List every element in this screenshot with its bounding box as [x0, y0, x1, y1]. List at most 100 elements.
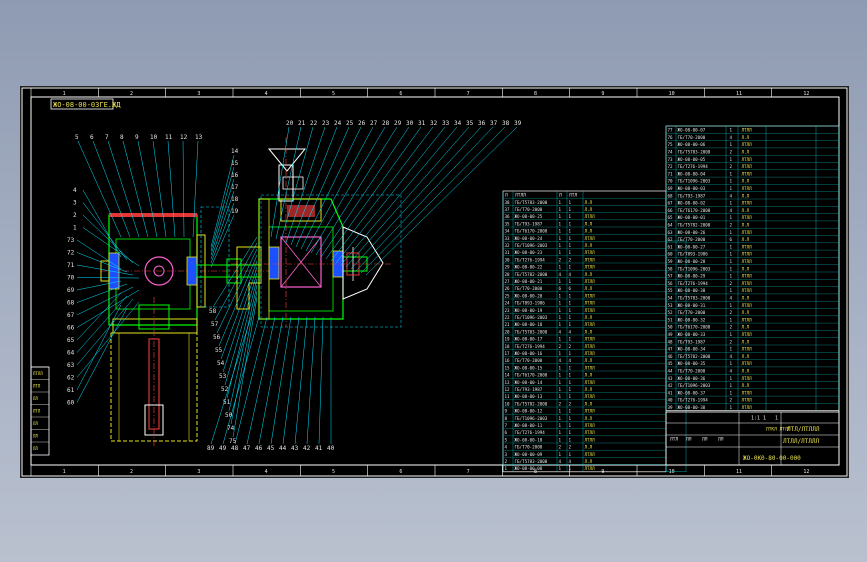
table-a-cell: 1	[569, 322, 572, 327]
left-hatch-top	[109, 213, 197, 217]
table-a-cell: 1	[559, 322, 562, 327]
table-b-cell: ЖО-08-00-04	[678, 171, 706, 176]
table-b-cell: ЛТЛЛ	[742, 164, 753, 169]
table-b-cell: Л.Л	[742, 354, 750, 359]
callout-number: 72	[67, 250, 75, 257]
inner-border	[30, 96, 840, 466]
table-b-cell: 46	[668, 354, 674, 359]
table-a-cell: Л.Л	[585, 459, 593, 464]
zone-label-top: 9	[601, 91, 604, 97]
callout-number: 24	[334, 120, 342, 127]
table-a-cell: 4	[569, 459, 572, 464]
table-a-cell: ГБ/Т5783-2000	[515, 200, 548, 205]
table-a-cell: 2	[559, 445, 562, 450]
table-a-cell: 4	[569, 272, 572, 277]
table-b-cell: ЖО-08-00-29	[678, 274, 706, 279]
table-b-cell: ГБ/Т70-2000	[678, 135, 706, 140]
table-b-cell: 64	[668, 223, 674, 228]
table-b-cell: 1	[730, 252, 733, 257]
table-b-cell: ЛТЛЛ	[742, 186, 753, 191]
zone-label-bottom: 5	[332, 469, 335, 475]
table-a-cell: 28	[505, 272, 511, 277]
table-a-cell: ЛТЛЛ	[585, 293, 596, 298]
table-a-cell: ЛТЛЛ	[585, 430, 596, 435]
table-b-cell: 1	[730, 376, 733, 381]
table-a-cell: 1	[569, 373, 572, 378]
table-a-cell: 1	[569, 207, 572, 212]
right-assembly	[231, 137, 402, 328]
callout-number: 43	[291, 445, 299, 452]
table-b-cell: 1	[730, 128, 733, 133]
table-a-cell: ГБ/Т276-1994	[515, 257, 546, 262]
callout-number: 22	[310, 120, 318, 127]
callout-number: 7	[105, 134, 109, 141]
table-a-cell: 1	[569, 221, 572, 226]
table-a-cell: ЖО-08-00-20	[515, 293, 543, 298]
table-b-cell: ЖО-08-00-30	[678, 288, 706, 293]
table-a-cell: ЖО-08-00-16	[515, 351, 543, 356]
table-a-cell: 1	[569, 394, 572, 399]
table-b-cell: 6	[730, 237, 733, 242]
table-a-cell: 2	[505, 459, 508, 464]
table-b-cell: 53	[668, 303, 674, 308]
table-b-cell: ЖО-08-00-34	[678, 347, 706, 352]
table-a-cell: 1	[569, 365, 572, 370]
table-a-cell: ГБ/Т70-2000	[515, 207, 543, 212]
table-a-cell: 25	[505, 293, 511, 298]
table-a-cell: 13	[505, 380, 511, 385]
table-b-cell: 1	[730, 347, 733, 352]
table-a-cell: ГБ/Т5783-2000	[515, 329, 548, 334]
table-b-cell: ЛТЛЛ	[742, 303, 753, 308]
callout-number: 17	[231, 184, 239, 191]
table-b-cell: ЖО-08-00-32	[678, 317, 706, 322]
table-a-cell: ГБ/Т1096-2003	[515, 315, 548, 320]
zone-label-bottom: 12	[803, 469, 809, 475]
table-b-cell: Л.Л	[742, 383, 750, 388]
table-b-cell: Л.Л	[742, 208, 750, 213]
table-a-cell: 1	[559, 452, 562, 457]
callout-number: 58	[209, 308, 217, 315]
table-a-cell: ЛТЛЛ	[585, 365, 596, 370]
callout-number: 23	[322, 120, 330, 127]
table-a-cell: 32	[505, 243, 511, 248]
table-b-cell: 1	[730, 266, 733, 271]
table-a-cell: ГБ/Т6170-2000	[515, 373, 548, 378]
table-a-cell: 1	[569, 250, 572, 255]
table-b-cell: 42	[668, 383, 674, 388]
table-a-cell: ГБ/Т276-1994	[515, 344, 546, 349]
table-a-cell: 1	[569, 337, 572, 342]
table-a-cell: Л.Л	[585, 329, 593, 334]
table-a-cell: 2	[569, 344, 572, 349]
left-block-cell: ЛТЛЛ	[33, 371, 43, 376]
table-a-cell: ГБ/Т93-1987	[515, 221, 543, 226]
table-a-cell: 1	[569, 430, 572, 435]
left-assembly	[100, 213, 271, 447]
table-b-cell: 40	[668, 398, 674, 403]
table-b-cell: ЖО-08-00-31	[678, 303, 706, 308]
zone-label-top: 8	[534, 91, 537, 97]
table-a-cell: 3	[505, 452, 508, 457]
table-b-cell: ЛТЛЛ	[742, 274, 753, 279]
table-a-cell: 31	[505, 250, 511, 255]
table-b-cell: 1	[730, 390, 733, 395]
callout-number: 13	[195, 134, 203, 141]
table-a-cell: Л.Л	[585, 207, 593, 212]
callout-number: 27	[370, 120, 378, 127]
table-a-cell: Л.Л	[585, 200, 593, 205]
callout-number: 57	[211, 321, 219, 328]
table-a-cell: ГБ/Т70-2000	[515, 286, 543, 291]
table-a-cell: 1	[559, 315, 562, 320]
callout-number: 32	[430, 120, 438, 127]
table-a-header: ЛТЛ	[569, 193, 577, 199]
table-b-cell: 49	[668, 332, 674, 337]
table-a-cell: ЛТЛЛ	[585, 265, 596, 270]
table-a-cell: Л.Л	[585, 229, 593, 234]
table-b-cell: 75	[668, 142, 674, 147]
zone-label-top: 6	[399, 91, 402, 97]
table-a-cell: Л.Л	[585, 373, 593, 378]
table-a-cell: 30	[505, 257, 511, 262]
table-a-cell: 1	[569, 236, 572, 241]
table-b-cell: 55	[668, 288, 674, 293]
